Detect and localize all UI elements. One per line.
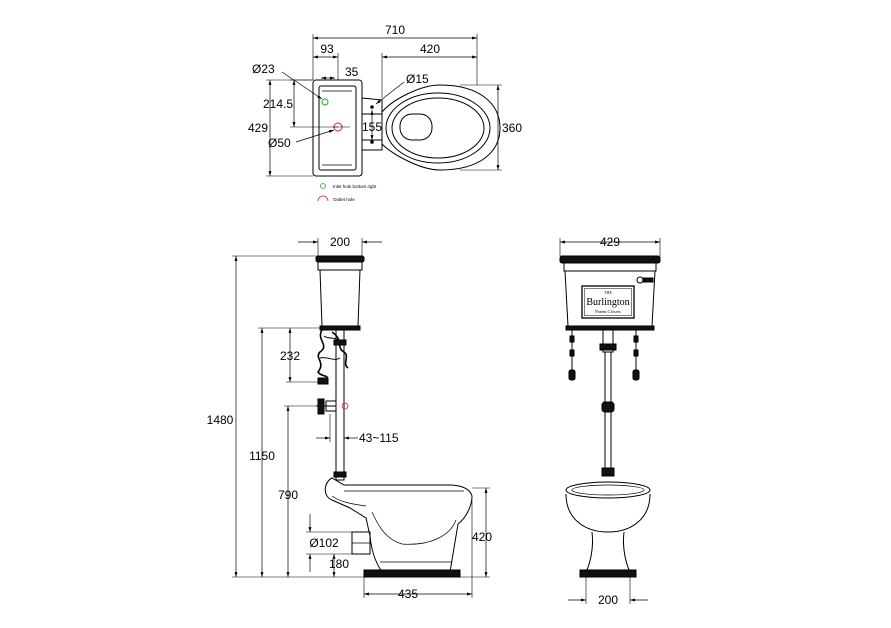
- side-dim-1150-label: 1150: [249, 449, 275, 463]
- plan-bowl: [381, 84, 501, 171]
- front-view: THE Burlington Patent Closets: [559, 235, 661, 607]
- front-chains: [568, 330, 640, 381]
- plan-legend: Inlet hole bottom right Outlet hole: [317, 183, 377, 202]
- dim-420-label: 420: [420, 42, 440, 56]
- front-badge: THE Burlington Patent Closets: [581, 285, 635, 319]
- front-cistern: [559, 255, 661, 331]
- side-dim-dia-102-label: Ø102: [309, 536, 339, 550]
- legend-outlet-icon: [317, 195, 329, 202]
- badge-line3: Patent Closets: [595, 309, 621, 314]
- side-dim-435-label: 435: [398, 587, 418, 601]
- side-dim-43-115-label: 43~115: [359, 431, 399, 445]
- dia-23-label: Ø23: [252, 62, 275, 76]
- side-dim-232-label: 232: [280, 349, 300, 363]
- dim-155-label: 155: [362, 120, 382, 134]
- dia-50-label: Ø50: [268, 136, 291, 150]
- plan-view: 710 93 420 35 Ø23 Ø15 214.5 429 155: [248, 23, 522, 202]
- dim-214-5-label: 214.5: [263, 97, 293, 111]
- inlet-hole: [321, 98, 329, 106]
- side-view: 200 1480 1150 232 790 43~115 Ø102 180: [207, 235, 493, 601]
- dim-710-label: 710: [385, 23, 405, 37]
- dim-360-label: 360: [502, 121, 522, 135]
- dia-15-label: Ø15: [406, 72, 429, 86]
- side-dim-790-label: 790: [278, 488, 298, 502]
- side-dim-1480-label: 1480: [207, 413, 234, 427]
- side-dim-200-label: 200: [330, 235, 350, 249]
- plan-cistern: [312, 79, 363, 177]
- fixing-hole-lower: [370, 140, 374, 144]
- side-dim-180-label: 180: [329, 557, 349, 571]
- side-flush-pipe: [316, 329, 349, 481]
- front-flush-pipe: [599, 329, 617, 477]
- fixing-hole: [370, 105, 374, 109]
- front-pan: [565, 481, 651, 578]
- side-cistern: [315, 255, 365, 331]
- legend-inlet-icon: [320, 183, 326, 189]
- legend-outlet-label: Outlet hole: [333, 197, 355, 202]
- side-pan: [324, 477, 473, 578]
- badge-line2: Burlington: [586, 297, 629, 308]
- dim-429-plan-label: 429: [248, 121, 268, 135]
- front-dim-200-label: 200: [598, 593, 618, 607]
- side-dim-420-label: 420: [472, 530, 492, 544]
- front-dim-429-label: 429: [600, 235, 620, 249]
- legend-inlet-label: Inlet hole bottom right: [333, 184, 377, 189]
- dim-93-label: 93: [320, 42, 334, 56]
- badge-line1: THE: [604, 290, 612, 295]
- dim-35-label: 35: [345, 65, 359, 79]
